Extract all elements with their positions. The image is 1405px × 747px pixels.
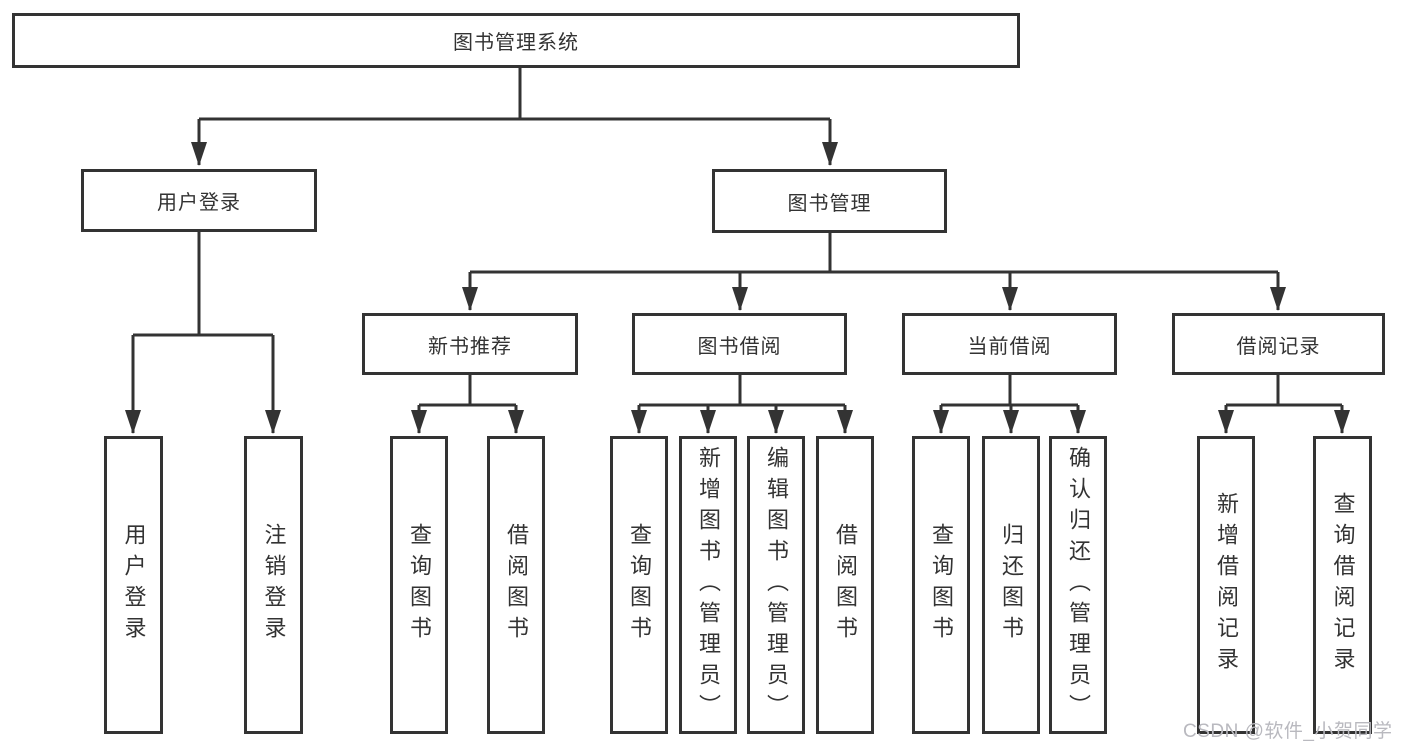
leaf-return-books: 归还图书 xyxy=(982,436,1040,734)
node-label: 查询图书 xyxy=(407,523,432,647)
node-root-library-system: 图书管理系统 xyxy=(12,13,1020,68)
node-label: 借阅图书 xyxy=(833,523,858,647)
csdn-watermark: CSDN @软件_小贺同学 xyxy=(1183,721,1393,742)
connector-book-borrow xyxy=(639,375,845,407)
leaf-query-books-2: 查询图书 xyxy=(610,436,668,734)
node-label: 查询借阅记录 xyxy=(1330,492,1356,678)
node-label: 查询图书 xyxy=(929,523,954,647)
node-user-login: 用户登录 xyxy=(81,169,317,232)
node-label: 借阅图书 xyxy=(504,523,529,647)
node-label: 确认归还（管理员） xyxy=(1066,445,1091,725)
node-book-management: 图书管理 xyxy=(712,169,947,233)
node-label: 用户登录 xyxy=(157,192,241,214)
leaf-borrow-books-2: 借阅图书 xyxy=(816,436,874,734)
node-label: 编辑图书（管理员） xyxy=(764,445,789,725)
leaf-query-books-1: 查询图书 xyxy=(390,436,448,734)
node-book-borrow: 图书借阅 xyxy=(632,313,847,375)
leaf-query-books-3: 查询图书 xyxy=(912,436,970,734)
leaf-logout-login: 注销登录 xyxy=(244,436,303,734)
node-new-book-recommend: 新书推荐 xyxy=(362,313,578,375)
node-label: 借阅记录 xyxy=(1236,335,1321,358)
connector-new-book xyxy=(419,375,516,407)
leaf-borrow-books-1: 借阅图书 xyxy=(487,436,545,734)
leaf-add-books-admin: 新增图书（管理员） xyxy=(679,436,737,734)
connector-root xyxy=(199,68,830,121)
leaf-edit-books-admin: 编辑图书（管理员） xyxy=(747,436,805,734)
node-label: 新增借阅记录 xyxy=(1214,492,1239,678)
node-borrow-records: 借阅记录 xyxy=(1172,313,1385,375)
node-label: 图书借阅 xyxy=(697,335,782,358)
node-label: 新书推荐 xyxy=(428,335,512,358)
node-label: 查询图书 xyxy=(627,523,652,647)
node-label: 归还图书 xyxy=(999,523,1024,647)
node-label: 用户登录 xyxy=(121,523,147,647)
node-label: 图书管理系统 xyxy=(453,32,579,54)
node-label: 新增图书（管理员） xyxy=(696,445,721,725)
connector-user-login xyxy=(133,232,273,337)
node-label: 注销登录 xyxy=(261,523,287,647)
node-label: 当前借阅 xyxy=(967,335,1052,358)
leaf-add-borrow-record: 新增借阅记录 xyxy=(1197,436,1255,734)
leaf-confirm-return-admin: 确认归还（管理员） xyxy=(1049,436,1107,734)
connector-borrow-records xyxy=(1226,375,1342,407)
connector-current-borrow xyxy=(941,375,1078,407)
connector-book-management xyxy=(470,233,1278,274)
node-current-borrow: 当前借阅 xyxy=(902,313,1117,375)
leaf-user-login: 用户登录 xyxy=(104,436,163,734)
leaf-query-borrow-record: 查询借阅记录 xyxy=(1313,436,1372,734)
node-label: 图书管理 xyxy=(787,192,872,215)
